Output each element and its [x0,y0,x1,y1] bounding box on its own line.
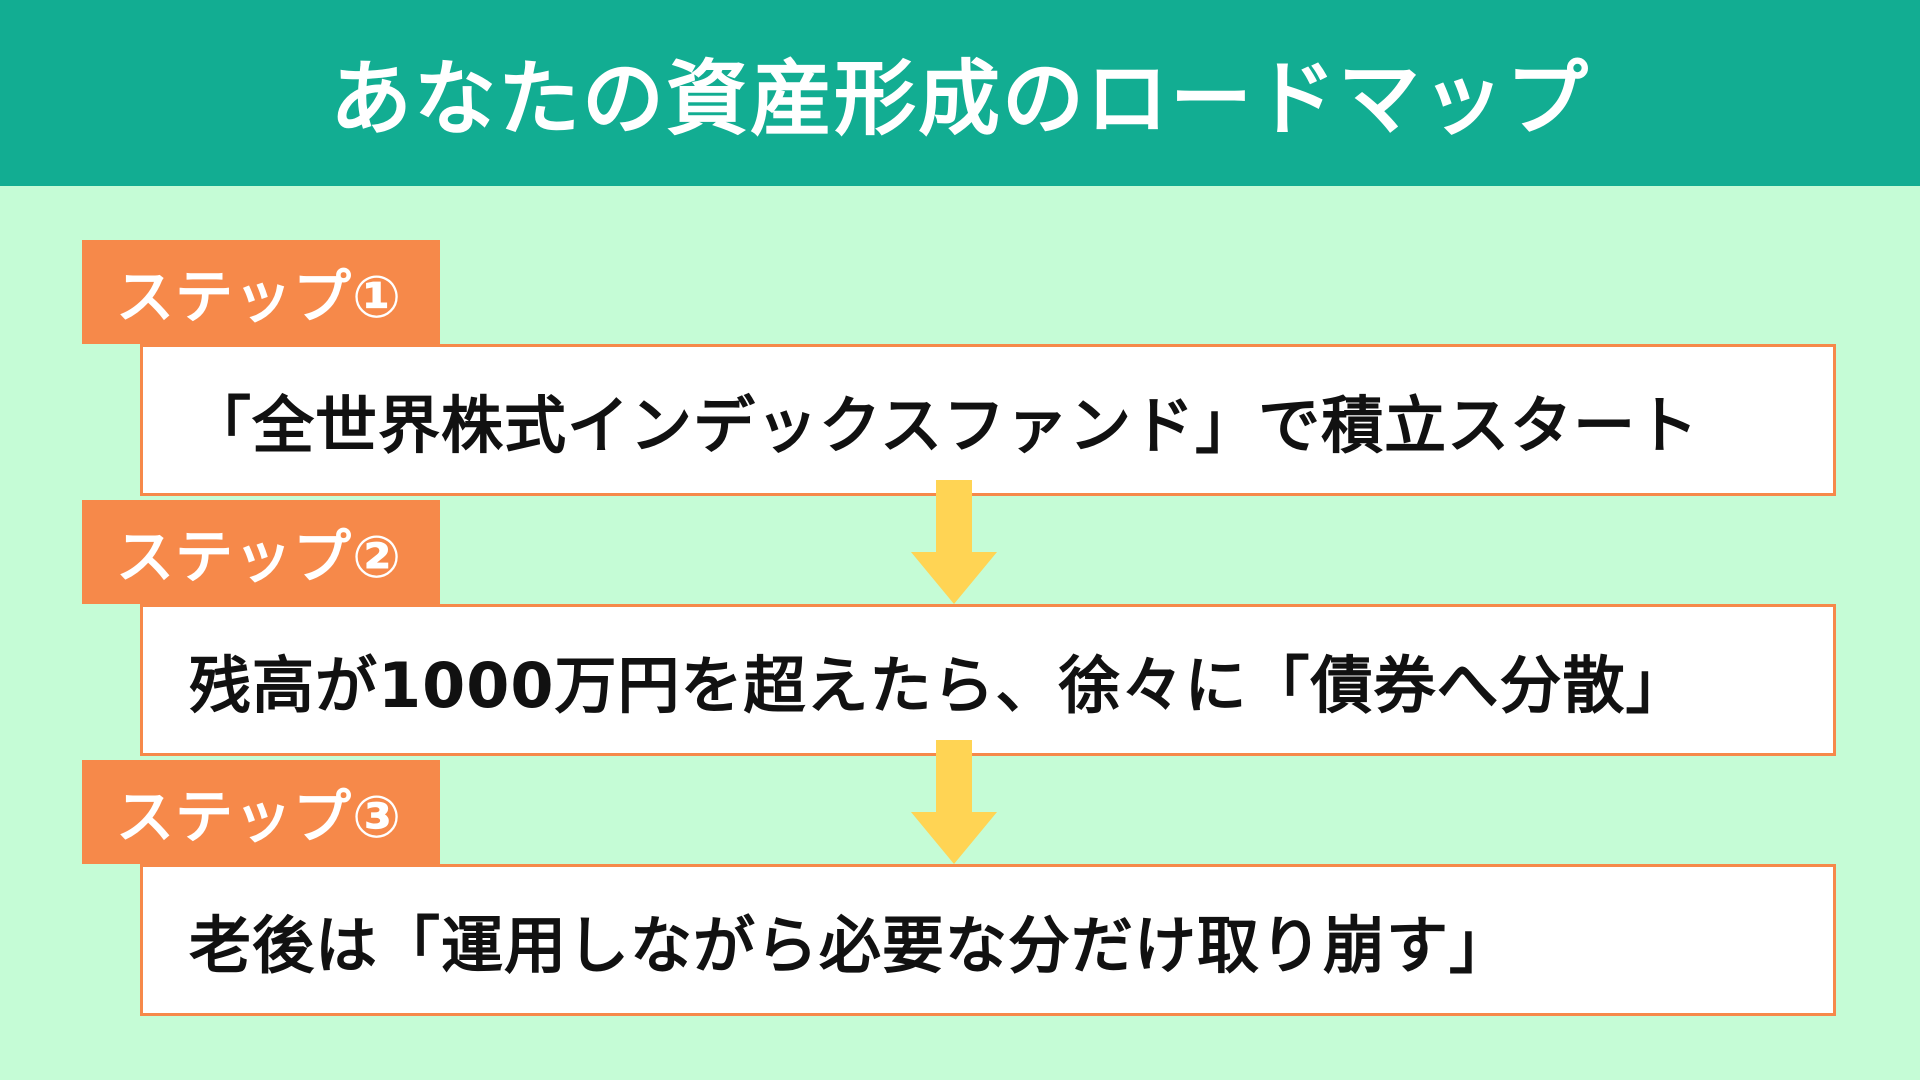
step-3-label: ステップ③ [82,760,440,864]
step-3-box: 老後は「運用しながら必要な分だけ取り崩す」 [140,864,1836,1016]
step-1-text: 「全世界株式インデックスファンド」で積立スタート [189,389,1700,462]
step-3-text: 老後は「運用しながら必要な分だけ取り崩す」 [189,909,1513,982]
step-1-box: 「全世界株式インデックスファンド」で積立スタート [140,344,1836,496]
step-2-text: 残高が1000万円を超えたら、徐々に「債券へ分散」 [189,649,1689,722]
step-1-label: ステップ① [82,240,440,344]
arrow-down-icon [911,740,997,864]
header-banner: あなたの資産形成のロードマップ [0,0,1920,186]
step-2-label: ステップ② [82,500,440,604]
page-title: あなたの資産形成のロードマップ [329,51,1590,147]
arrow-down-icon [911,480,997,604]
step-2-box: 残高が1000万円を超えたら、徐々に「債券へ分散」 [140,604,1836,756]
